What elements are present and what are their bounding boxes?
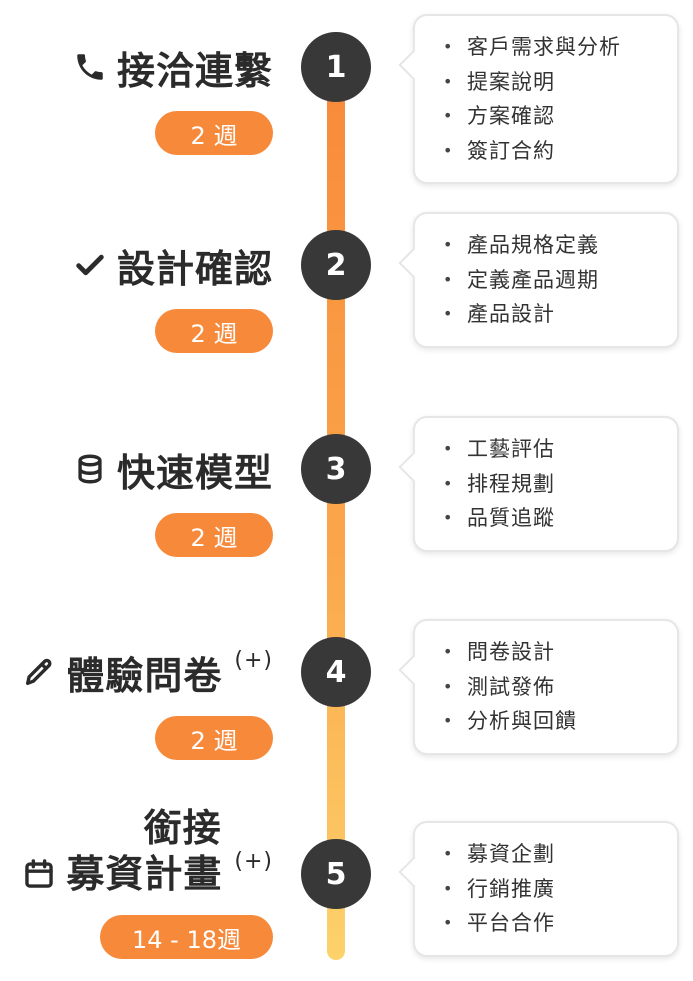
step-title-text: 接洽連繫: [116, 48, 273, 93]
step-title-text: 快速模型: [116, 450, 273, 495]
step-title: 銜接 募資計畫 (+): [0, 805, 273, 897]
detail-item: 工藝評估: [437, 432, 667, 467]
step-number: 1: [301, 32, 371, 102]
phone-icon: [73, 50, 107, 84]
step-detail-card: 客戶需求與分析 提案說明 方案確認 簽訂合約: [413, 14, 679, 184]
detail-item: 產品設計: [437, 297, 667, 332]
step-title: 設計確認: [73, 240, 273, 291]
pencil-icon: [22, 655, 56, 689]
step-title-text: 體驗問卷: [66, 653, 223, 698]
step-title-suffix: (+): [234, 849, 273, 874]
step-title-suffix: (+): [234, 647, 273, 673]
duration-badge: 2 週: [155, 716, 273, 760]
step-number: 5: [301, 839, 371, 909]
step-4: 體驗問卷 (+) 2 週 4 問卷設計 測試發佈 分析與回饋: [0, 619, 693, 779]
detail-item: 行銷推廣: [437, 872, 667, 907]
detail-item: 定義產品週期: [437, 263, 667, 298]
detail-item: 方案確認: [437, 99, 667, 134]
step-title: 體驗問卷 (+): [22, 647, 273, 698]
step-number: 2: [301, 230, 371, 300]
detail-item: 分析與回饋: [437, 704, 667, 739]
step-title-line1: 銜接: [143, 806, 222, 850]
step-title: 快速模型: [73, 444, 273, 495]
step-2: 設計確認 2 週 2 產品規格定義 定義產品週期 產品設計: [0, 212, 693, 372]
detail-item: 問卷設計: [437, 635, 667, 670]
step-title-text: 設計確認: [116, 246, 273, 291]
step-number: 3: [301, 434, 371, 504]
step-detail-card: 產品規格定義 定義產品週期 產品設計: [413, 212, 679, 348]
duration-badge: 2 週: [155, 309, 273, 353]
detail-item: 募資企劃: [437, 837, 667, 872]
detail-item: 產品規格定義: [437, 228, 667, 263]
detail-item: 客戶需求與分析: [437, 30, 667, 65]
detail-item: 簽訂合約: [437, 134, 667, 169]
step-number: 4: [301, 637, 371, 707]
duration-badge: 14 - 18週: [100, 915, 273, 959]
detail-item: 品質追蹤: [437, 501, 667, 536]
cylinder-icon: [73, 452, 107, 486]
step-5: 銜接 募資計畫 (+) 14 - 18週 5 募資企劃 行銷推廣 平台合作: [0, 806, 693, 981]
step-detail-card: 募資企劃 行銷推廣 平台合作: [413, 821, 679, 957]
step-1: 接洽連繫 2 週 1 客戶需求與分析 提案說明 方案確認 簽訂合約: [0, 14, 693, 184]
step-detail-card: 工藝評估 排程規劃 品質追蹤: [413, 416, 679, 552]
duration-badge: 2 週: [155, 111, 273, 155]
calendar-icon: [22, 857, 56, 891]
detail-item: 測試發佈: [437, 670, 667, 705]
step-title: 接洽連繫: [73, 42, 273, 93]
check-icon: [73, 248, 107, 282]
detail-item: 提案說明: [437, 65, 667, 100]
duration-badge: 2 週: [155, 513, 273, 557]
detail-item: 排程規劃: [437, 467, 667, 502]
detail-item: 平台合作: [437, 906, 667, 941]
step-detail-card: 問卷設計 測試發佈 分析與回饋: [413, 619, 679, 755]
step-title-text: 募資計畫: [66, 852, 223, 896]
step-3: 快速模型 2 週 3 工藝評估 排程規劃 品質追蹤: [0, 416, 693, 576]
